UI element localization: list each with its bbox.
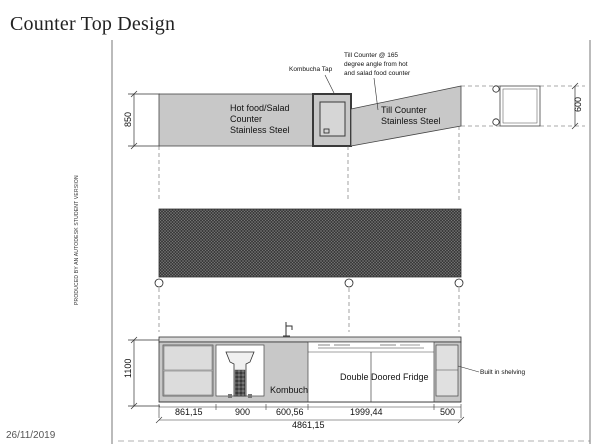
total-dimension — [155, 416, 465, 424]
plan-guide-lines — [158, 126, 460, 200]
dimension-600 — [571, 82, 579, 130]
till-note-line-1: Till Counter @ 165 — [344, 52, 398, 59]
till-note-leader — [373, 77, 379, 111]
dim-500: 500 — [440, 407, 455, 417]
dim-1999-44: 1999,44 — [350, 407, 383, 417]
kombucha-tap-icon — [283, 322, 293, 337]
dim-600-56: 600,56 — [276, 407, 304, 417]
kombucha-tap-elev-label: Kombucha Tap — [270, 385, 330, 395]
page-frame — [111, 40, 591, 444]
shelving-label: Built in shelving — [480, 369, 526, 376]
dim-900: 900 — [235, 407, 250, 417]
fridge-label: Double Doored Fridge — [340, 372, 429, 382]
front-guide-lines — [158, 288, 460, 332]
elevation-view: 1100 Kombucha Tap Double Doored Fridge — [118, 322, 590, 442]
segment-dimensions — [158, 404, 462, 418]
front-panel-hatched — [158, 208, 462, 278]
caster-icon — [492, 118, 500, 126]
page-date: 26/11/2019 — [6, 430, 56, 441]
dim-850-label: 850 — [123, 112, 133, 127]
caster-icon — [344, 278, 354, 288]
kombucha-base-left — [228, 394, 232, 398]
caster-icon — [454, 278, 464, 288]
kombucha-gravel — [234, 369, 246, 397]
plan-view: 850 Hot food/Salad Counter Stainless Ste… — [123, 52, 585, 200]
built-in-shelving — [435, 344, 459, 397]
till-side-view — [499, 85, 541, 127]
kombucha-sink-inner — [319, 101, 346, 137]
dimension-1100 — [128, 336, 160, 410]
till-counter-line-2: Stainless Steel — [381, 116, 441, 126]
fridge-vent-grille — [318, 344, 424, 349]
till-note-line-2: degree angle from hot — [344, 61, 408, 68]
page-title: Counter Top Design — [10, 13, 176, 35]
shelving-leader — [457, 365, 480, 373]
till-side-view-inner — [502, 88, 538, 124]
dim-4861-15: 4861,15 — [292, 420, 325, 430]
kombucha-base-right — [248, 394, 252, 398]
kombucha-tap-icon — [323, 128, 330, 134]
dim-861-15: 861,15 — [175, 407, 203, 417]
till-extension-lines — [461, 85, 585, 127]
kombucha-tap-leader — [324, 74, 335, 94]
till-counter-line-1: Till Counter — [381, 105, 427, 115]
kombucha-tap-plan-label: Kombucha Tap — [289, 66, 333, 73]
left-cabinet-drawer-top — [163, 345, 213, 371]
dim-600-label: 600 — [573, 97, 583, 112]
dim-1100-label: 1100 — [123, 359, 133, 378]
dimension-850 — [128, 90, 160, 150]
till-note-line-3: and salad food counter — [344, 70, 411, 77]
caster-icon — [492, 85, 500, 93]
hot-food-counter-line-2: Counter — [230, 114, 262, 124]
hot-food-counter-line-3: Stainless Steel — [230, 125, 290, 135]
caster-icon — [154, 278, 164, 288]
elevation-countertop — [158, 336, 462, 343]
hot-food-counter-line-1: Hot food/Salad — [230, 103, 290, 113]
front-panel-view — [154, 208, 464, 332]
left-cabinet-drawer-bottom — [163, 370, 213, 396]
